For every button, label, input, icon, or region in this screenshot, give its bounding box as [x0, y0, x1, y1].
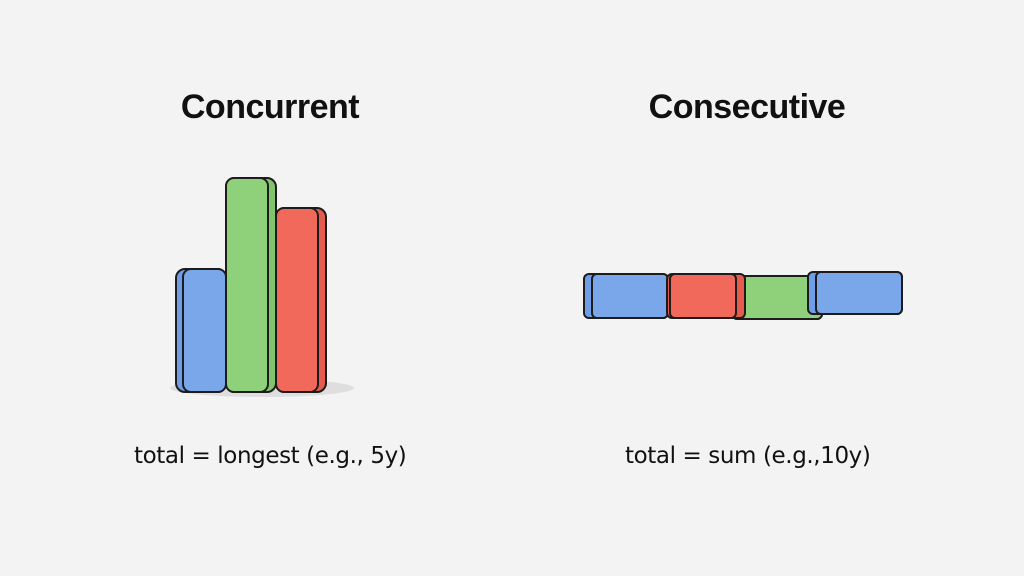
blue-segment-2 — [807, 271, 903, 315]
concurrent-bars-illustration — [170, 177, 354, 397]
green-bar — [225, 177, 277, 393]
red-segment — [666, 273, 746, 319]
consecutive-title: Consecutive — [648, 88, 846, 126]
blue-bar — [175, 268, 227, 393]
consecutive-panel: Consecutive total = sum (e.g.,10y) — [512, 0, 1024, 576]
consecutive-caption: total = sum (e.g.,10y) — [625, 443, 871, 469]
concurrent-caption: total = longest (e.g., 5y) — [134, 443, 407, 469]
concurrent-title: Concurrent — [180, 88, 360, 126]
consecutive-bars-illustration — [583, 271, 903, 320]
blue-segment-1 — [583, 273, 669, 319]
red-bar — [275, 207, 327, 393]
concurrent-panel: Concurrent total = longest (e.g., 5y) — [134, 88, 407, 469]
